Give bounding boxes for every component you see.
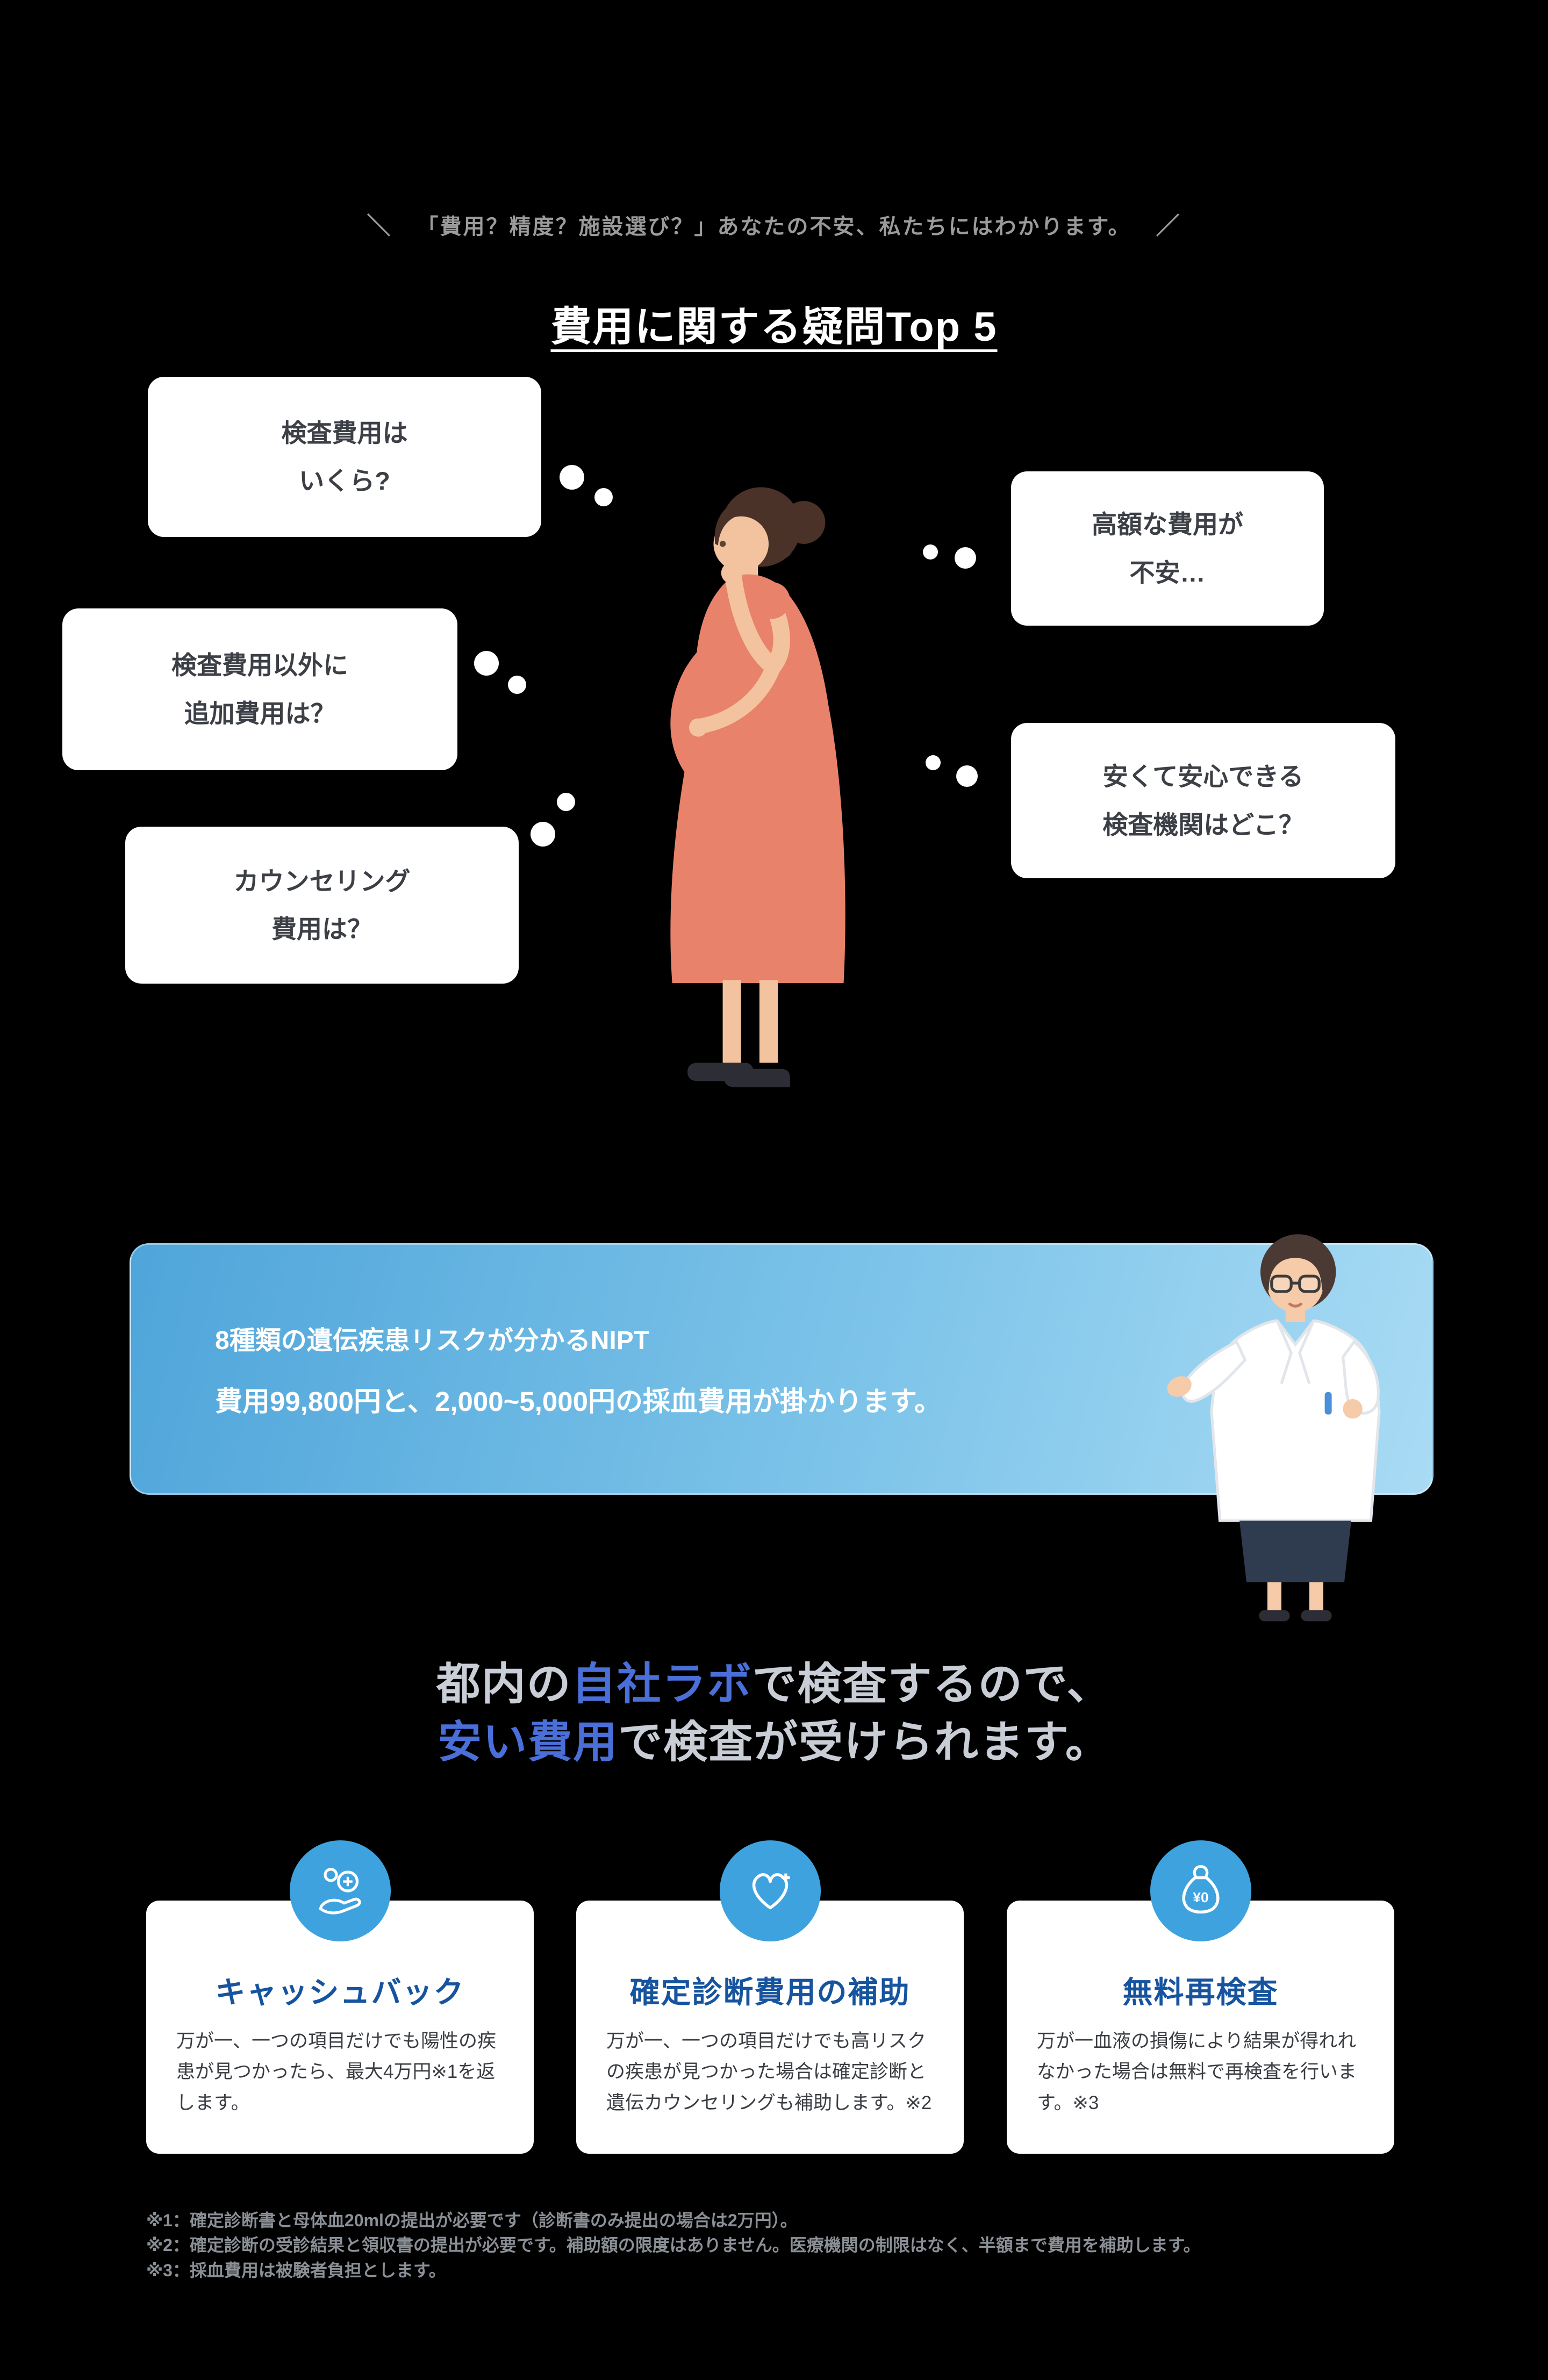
- thought-bubble-cheap-safe: 安くて安心できる 検査機関はどこ？: [1011, 723, 1395, 878]
- thought-bubble-line: 追加費用は？: [184, 699, 336, 728]
- thought-dot: [474, 651, 499, 676]
- doctor-illustration: [1167, 1234, 1381, 1622]
- price-info-banner: 8種類の遺伝疾患リスクが分かるNIPT 費用99,800円と、2,000~5,0…: [130, 1243, 1434, 1495]
- tagline: ＼ 「費用？精度？施設選び？」あなたの不安、私たちにはわかります。 ／: [0, 206, 1548, 241]
- benefit-card-free-retest: ¥0 無料再検査 万が一血液の損傷により結果が得れれなかった場合は無料で再検査を…: [1007, 1840, 1394, 2154]
- benefit-card-cashback: キャッシュバック 万が一、一つの項目だけでも陽性の疾患が見つかったら、最大4万円…: [146, 1840, 534, 2154]
- headline-text: で検査するので、: [752, 1660, 1112, 1709]
- thought-dot: [557, 793, 575, 811]
- footnotes: ※1：確定診断書と母体血20mlの提出が必要です（診断書のみ提出の場合は2万円）…: [146, 2208, 1201, 2283]
- benefit-card-body: 万が一、一つの項目だけでも陽性の疾患が見つかったら、最大4万円※1を返します。: [176, 2031, 497, 2113]
- thought-bubble-extra-fees: 検査費用以外に 追加費用は？: [62, 608, 457, 770]
- thought-dot: [594, 488, 613, 506]
- thought-dot: [923, 544, 938, 560]
- section-headline: 都内の自社ラボで検査するので、 安い費用で検査が受けられます。: [0, 1655, 1548, 1772]
- money-bag-icon: ¥0: [1181, 1865, 1220, 1914]
- thought-dot: [531, 822, 555, 847]
- thought-bubble-line: 安くて安心できる: [1102, 762, 1304, 791]
- headline-text: 都内の: [436, 1660, 572, 1709]
- footnote-2: ※2：確定診断の受診結果と領収書の提出が必要です。補助額の限度はありません。医療…: [146, 2235, 1201, 2255]
- thought-bubble-cost: 検査費用は いくら?: [148, 377, 541, 537]
- thought-bubble-line: 検査機関はどこ？: [1102, 810, 1304, 839]
- footnote-3: ※3：採血費用は被験者負担とします。: [146, 2260, 446, 2280]
- thought-bubble-line: カウンセリング: [233, 866, 411, 895]
- thought-dot: [508, 676, 526, 694]
- thought-dot: [955, 547, 976, 569]
- benefit-card-body: 万が一、一つの項目だけでも高リスクの疾患が見つかった場合は確定診断と遺伝カウンセ…: [606, 2031, 932, 2113]
- headline-text: で検査が受けられます。: [618, 1718, 1110, 1767]
- thought-bubble-counseling: カウンセリング 費用は？: [125, 827, 519, 984]
- tagline-text: 「費用？精度？施設選び？」あなたの不安、私たちにはわかります。: [417, 215, 1131, 239]
- benefit-card-title: 無料再検査: [1122, 1975, 1279, 2009]
- benefit-card-title: 確定診断費用の補助: [629, 1975, 911, 2009]
- thought-bubble-line: 高額な費用が: [1092, 510, 1243, 539]
- headline-accent-price: 安い費用: [438, 1718, 619, 1767]
- headline-accent-lab: 自社ラボ: [571, 1660, 752, 1709]
- banner-line-1: 8種類の遺伝疾患リスクが分かるNIPT: [215, 1327, 650, 1355]
- pregnant-woman-illustration: [670, 487, 845, 1087]
- section-title-text: 費用に関する疑問Top 5: [550, 304, 998, 350]
- benefit-card-title: キャッシュバック: [215, 1975, 465, 2009]
- money-bag-label: ¥0: [1193, 1889, 1208, 1905]
- section-title: 費用に関する疑問Top 5: [0, 293, 1548, 353]
- thought-bubble-line: 検査費用以外に: [171, 651, 348, 680]
- thought-bubble-line: 不安…: [1129, 558, 1206, 587]
- icon-circle: ¥0: [1150, 1840, 1251, 1941]
- benefit-card-body: 万が一血液の損傷により結果が得れれなかった場合は無料で再検査を行います。※3: [1037, 2031, 1357, 2113]
- slash-left-decoration: ＼: [367, 213, 392, 239]
- icon-circle: [719, 1840, 821, 1941]
- thought-dot: [956, 765, 978, 787]
- thought-bubble-expensive: 高額な費用が 不安…: [1011, 471, 1324, 626]
- thought-bubble-line: 費用は？: [271, 915, 372, 943]
- thought-dot: [560, 465, 584, 490]
- headline-line-1: 都内の自社ラボで検査するので、: [0, 1655, 1548, 1714]
- icon-circle: [289, 1840, 391, 1941]
- footnote-1: ※1：確定診断書と母体血20mlの提出が必要です（診断書のみ提出の場合は2万円）…: [146, 2211, 798, 2230]
- heart-plus-icon: [752, 1873, 790, 1910]
- thought-bubble-line: いくら?: [299, 467, 390, 495]
- thought-bubble-line: 検査費用は: [281, 418, 408, 447]
- banner-line-2: 費用99,800円と、2,000~5,000円の採血費用が掛かります。: [215, 1386, 942, 1417]
- hand-coin-icon: [319, 1868, 361, 1915]
- headline-line-2: 安い費用で検査が受けられます。: [0, 1714, 1548, 1772]
- slash-right-decoration: ／: [1156, 213, 1181, 239]
- benefit-card-diagnosis-subsidy: 確定診断費用の補助 万が一、一つの項目だけでも高リスクの疾患が見つかった場合は確…: [576, 1840, 964, 2154]
- thought-dot: [926, 755, 941, 770]
